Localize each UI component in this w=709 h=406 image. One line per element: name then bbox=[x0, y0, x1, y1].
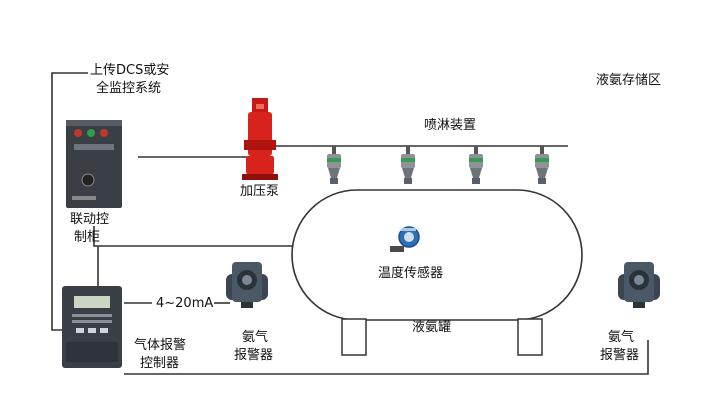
spray-nozzle-icon bbox=[327, 146, 341, 184]
spray-nozzle-icon bbox=[469, 146, 483, 184]
tank-leg-left bbox=[341, 318, 367, 356]
indicator-green-icon bbox=[87, 129, 95, 137]
alarm-left-label-line1: 氨气 bbox=[242, 330, 269, 345]
gas-detector-left-icon bbox=[226, 262, 268, 308]
alarm-right-label-line2: 报警器 bbox=[600, 348, 640, 363]
bottom-alarm-line bbox=[124, 340, 649, 375]
pump-icon bbox=[242, 98, 278, 180]
pump-label: 加压泵 bbox=[240, 184, 280, 199]
spray-nozzle-icon bbox=[535, 146, 549, 184]
alarm-left-label-line2: 报警器 bbox=[234, 348, 274, 363]
storage-area-label: 液氨存储区 bbox=[596, 73, 662, 88]
signal-label: 4~20mA bbox=[156, 296, 214, 311]
linkage-cabinet bbox=[66, 120, 122, 208]
upload-line bbox=[51, 72, 88, 331]
temp-sensor-label: 温度传感器 bbox=[378, 266, 444, 281]
linkage-label-line1: 联动控 bbox=[70, 212, 110, 227]
indicator-red2-icon bbox=[100, 129, 108, 137]
gas-detector-right-icon bbox=[618, 262, 660, 308]
upload-label-line1: 上传DCS或安 bbox=[90, 63, 170, 78]
indicator-red-icon bbox=[74, 129, 82, 137]
linkage-label-line2: 制柜 bbox=[74, 230, 101, 245]
spray-label: 喷淋装置 bbox=[424, 118, 477, 133]
gas-alarm-controller bbox=[62, 286, 122, 368]
gas-controller-label-line1: 气体报警 bbox=[134, 338, 187, 353]
spray-nozzles bbox=[327, 146, 549, 184]
spray-nozzle-icon bbox=[401, 146, 415, 184]
upload-label-line2: 全监控系统 bbox=[96, 81, 162, 96]
ammonia-tank bbox=[291, 189, 583, 356]
gas-controller-label-line2: 控制器 bbox=[140, 356, 180, 371]
tank-label: 液氨罐 bbox=[412, 320, 452, 335]
controller-display bbox=[74, 296, 110, 308]
tank-leg-right bbox=[517, 318, 543, 356]
temperature-sensor-icon bbox=[390, 226, 420, 252]
alarm-right-label-line1: 氨气 bbox=[608, 330, 635, 345]
